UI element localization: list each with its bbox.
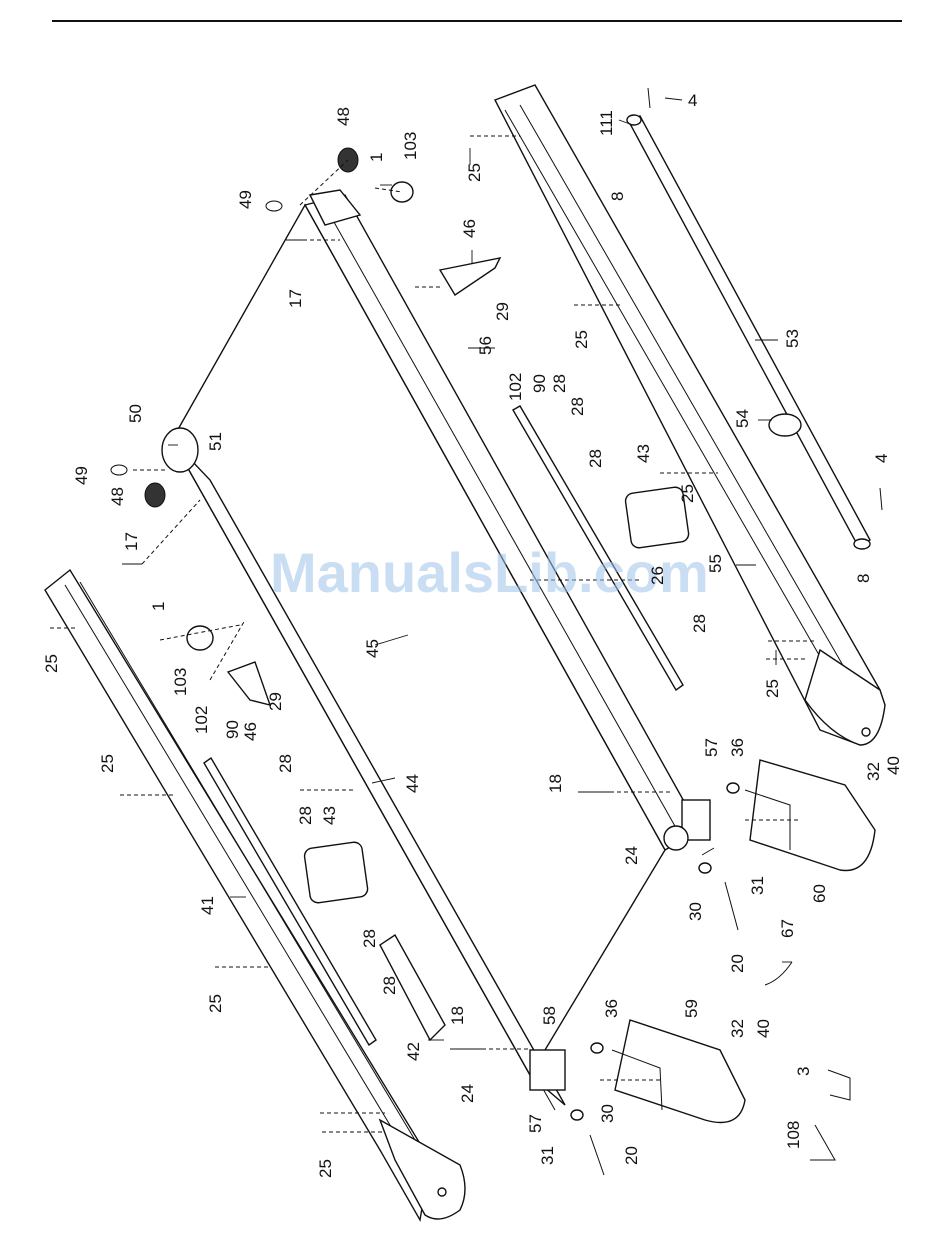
- callout-28: 28: [568, 397, 587, 416]
- callout-17: 17: [286, 289, 305, 308]
- callout-48: 48: [334, 107, 353, 126]
- callout-90: 90: [530, 374, 549, 393]
- callout-25: 25: [98, 754, 117, 773]
- callout-29: 29: [266, 692, 285, 711]
- callout-20: 20: [622, 1146, 641, 1165]
- callout-25: 25: [206, 994, 225, 1013]
- callout-30: 30: [686, 902, 705, 921]
- callout-44: 44: [403, 774, 422, 793]
- callout-57: 57: [526, 1114, 545, 1133]
- callout-25: 25: [316, 1159, 335, 1178]
- callout-43: 43: [320, 806, 339, 825]
- callout-50: 50: [126, 404, 145, 423]
- callout-49: 49: [236, 190, 255, 209]
- callout-49: 49: [72, 466, 91, 485]
- callout-25: 25: [763, 679, 782, 698]
- callout-28: 28: [296, 806, 315, 825]
- callout-29: 29: [493, 302, 512, 321]
- callout-57: 57: [702, 738, 721, 757]
- callout-111: 111: [597, 110, 616, 136]
- callout-28: 28: [586, 449, 605, 468]
- callout-24: 24: [458, 1084, 477, 1103]
- callout-53: 53: [783, 329, 802, 348]
- callout-36: 36: [602, 999, 621, 1018]
- callout-48: 48: [108, 487, 127, 506]
- callout-1: 1: [367, 153, 386, 162]
- callout-1: 1: [149, 602, 168, 611]
- callout-67: 67: [778, 919, 797, 938]
- callout-54: 54: [733, 409, 752, 428]
- callout-8: 8: [608, 192, 627, 201]
- callout-28: 28: [360, 929, 379, 948]
- callout-4: 4: [688, 91, 697, 110]
- callout-28: 28: [690, 614, 709, 633]
- callout-59: 59: [682, 999, 701, 1018]
- callout-56: 56: [476, 336, 495, 355]
- callout-43: 43: [634, 444, 653, 463]
- callout-8: 8: [854, 574, 873, 583]
- callout-108: 108: [784, 1121, 803, 1149]
- callout-42: 42: [404, 1042, 423, 1061]
- callout-90: 90: [223, 720, 242, 739]
- callout-60: 60: [810, 884, 829, 903]
- callout-4: 4: [872, 454, 891, 463]
- callout-28: 28: [276, 754, 295, 773]
- callout-103: 103: [401, 132, 420, 160]
- callout-3: 3: [794, 1067, 813, 1076]
- callout-20: 20: [728, 954, 747, 973]
- callout-46: 46: [460, 219, 479, 238]
- callout-25: 25: [678, 484, 697, 503]
- callout-28: 28: [550, 374, 569, 393]
- callout-40: 40: [754, 1019, 773, 1038]
- callout-41: 41: [198, 896, 217, 915]
- callout-58: 58: [540, 1006, 559, 1025]
- callout-55: 55: [706, 554, 725, 573]
- callout-18: 18: [448, 1006, 467, 1025]
- callout-24: 24: [622, 846, 641, 865]
- callout-28: 28: [380, 976, 399, 995]
- callout-102: 102: [506, 373, 525, 401]
- callout-25: 25: [572, 330, 591, 349]
- callout-17: 17: [122, 532, 141, 551]
- callout-103: 103: [171, 668, 190, 696]
- callout-25: 25: [42, 654, 61, 673]
- callout-46: 46: [241, 722, 260, 741]
- callout-32: 32: [728, 1019, 747, 1038]
- callout-26: 26: [648, 566, 667, 585]
- callout-102: 102: [192, 706, 211, 734]
- callout-32: 32: [864, 762, 883, 781]
- callout-25: 25: [465, 163, 484, 182]
- watermark: ManualsLib.com: [270, 541, 709, 604]
- callout-30: 30: [598, 1104, 617, 1123]
- callout-45: 45: [363, 639, 382, 658]
- callout-51: 51: [206, 432, 225, 451]
- callout-36: 36: [728, 738, 747, 757]
- callout-31: 31: [748, 876, 767, 895]
- callout-31: 31: [538, 1146, 557, 1165]
- callout-40: 40: [884, 756, 903, 775]
- callout-18: 18: [546, 774, 565, 793]
